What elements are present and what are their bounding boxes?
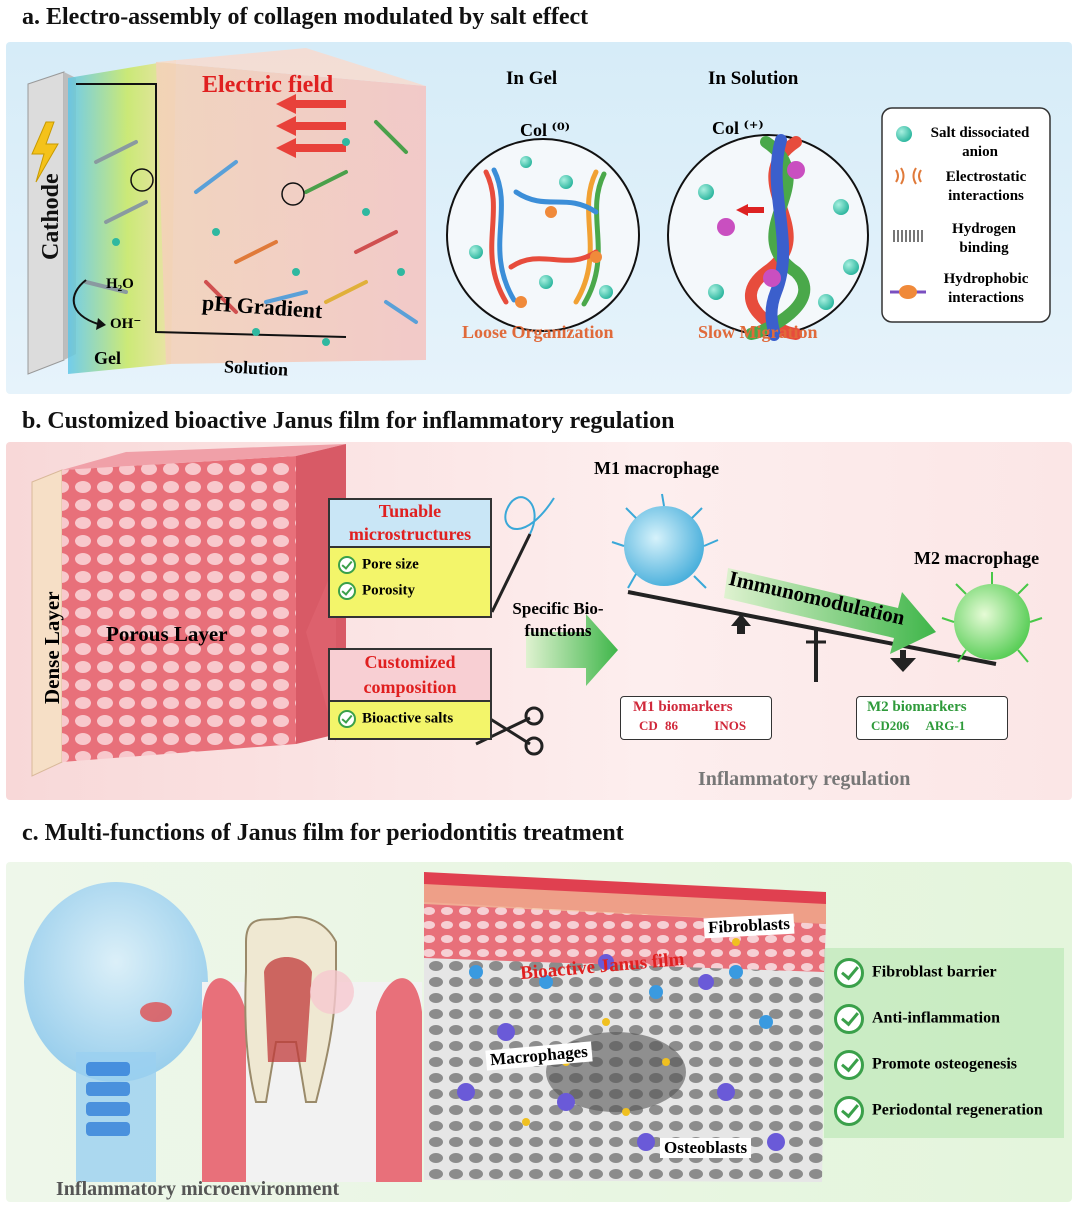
loose-organization-label: Loose Organization: [462, 322, 614, 342]
in-gel-label: In Gel: [506, 68, 558, 89]
electric-field-arrows: [276, 94, 346, 158]
down-arrow-icon: [890, 650, 916, 672]
m1-macrophage-label: M1 macrophage: [594, 458, 720, 478]
m2-markers-row: CD206 ARG-1: [857, 716, 1007, 734]
seesaw-beam: [627, 590, 997, 666]
cathode-label: Cathode: [38, 173, 64, 260]
check-icon: [338, 710, 356, 728]
in-gel-circle: [446, 138, 640, 332]
pore-size-label: Pore size: [362, 556, 419, 573]
porosity-item: Porosity: [330, 574, 490, 600]
in-solution-circle: [667, 134, 869, 341]
m2-macrophage-cell: [941, 572, 1043, 663]
tooth-illustration: [202, 916, 422, 1182]
lightning-icon: [31, 121, 59, 183]
tunable-microstructures-box: Tunable microstructures Pore size Porosi…: [328, 498, 492, 618]
needle-icon: [490, 496, 555, 613]
arg1-label: ARG-1: [925, 718, 966, 733]
zoom-circle-solution: [281, 182, 305, 206]
specific-functions-label: Specific Bio-functions: [512, 599, 604, 640]
functions-panel: [824, 948, 1064, 1138]
function-label: Anti-inflammation: [872, 1009, 1000, 1027]
cd86-label: CD 86: [639, 718, 679, 733]
hydrolysis-arrow: [72, 279, 99, 325]
m1-macrophage-cell: [611, 493, 719, 589]
legend-hydrogen-label: Hydrogen binding: [952, 221, 1016, 256]
salt-anion-icon: [896, 126, 912, 142]
function-item: Periodontal regeneration: [834, 1096, 1043, 1126]
check-icon: [338, 582, 356, 600]
panel-b-title: b. Customized bioactive Janus film for i…: [22, 408, 675, 434]
legend-salt-label: Salt dissociated anion: [930, 125, 1030, 160]
zoom-circle-gel: [130, 168, 154, 192]
cd206-label: CD206: [871, 718, 910, 733]
gel-label: Gel: [94, 348, 121, 368]
panel-b: Dense Layer Porous Layer Tunable microst…: [6, 442, 1072, 800]
bioactive-salts-label: Bioactive salts: [362, 710, 454, 727]
panel-a-illustration: [27, 48, 1051, 375]
ph-gradient-line: [76, 83, 347, 338]
tunable-title: Tunable microstructures: [330, 500, 490, 548]
legend-hydrophobic-label: Hydrophobic interactions: [943, 271, 1029, 306]
panel-a: Cathode Electric field H₂O OH⁻ pH Gradie…: [6, 42, 1072, 394]
dense-layer-label: Dense Layer: [40, 591, 64, 704]
panel-c: Fibroblasts Bioactive Janus film Macroph…: [6, 862, 1072, 1202]
check-icon: [834, 1004, 864, 1034]
function-item: Promote osteogenesis: [834, 1050, 1017, 1080]
electrostatic-icon: [895, 167, 922, 185]
immunomodulation-arrow: [724, 568, 936, 654]
oh-label: OH⁻: [110, 316, 142, 332]
panel-b-illustration: [31, 444, 1043, 777]
in-solution-label: In Solution: [708, 68, 799, 89]
solution-label: Solution: [223, 356, 289, 380]
function-label: Fibroblast barrier: [872, 963, 997, 981]
col-solution-label: Col ⁽⁺⁾: [712, 118, 764, 138]
m2-macrophage-label: M2 macrophage: [914, 548, 1040, 568]
salt-particles: [112, 138, 405, 346]
porous-layer-label: Porous Layer: [106, 622, 228, 646]
function-label: Promote osteogenesis: [872, 1055, 1017, 1073]
panel-c-title: c. Multi-functions of Janus film for per…: [22, 820, 624, 846]
electric-field-label: Electric field: [202, 72, 334, 98]
pore-size-item: Pore size: [330, 548, 490, 574]
hydrophobic-icon: [890, 285, 926, 299]
legend-electrostatic-label: Electrostatic interactions: [945, 169, 1027, 204]
customized-composition-box: Customized composition Bioactive salts: [328, 648, 492, 740]
function-item: Anti-inflammation: [834, 1004, 1000, 1034]
inos-label: INOS: [714, 718, 747, 733]
panel-a-title: a. Electro-assembly of collagen modulate…: [22, 4, 589, 30]
osteoblasts-label: Osteoblasts: [660, 1138, 752, 1158]
m1-markers-row: CD 86 INOS: [621, 716, 771, 734]
up-arrow-icon: [731, 614, 751, 634]
hydrogen-binding-icon: [893, 230, 923, 242]
gel-block: [68, 60, 176, 374]
porous-layer-block: [62, 456, 296, 762]
solution-block: [156, 62, 426, 364]
panel-c-illustration: [24, 872, 1064, 1182]
m2-biomarkers-box: M2 biomarkers CD206 ARG-1: [856, 696, 1008, 740]
function-label: Periodontal regeneration: [872, 1101, 1043, 1119]
legend-box: [881, 107, 1051, 323]
col-gel-label: Col ⁽⁰⁾: [520, 120, 571, 140]
inflammatory-regulation-label: Inflammatory regulation: [698, 768, 911, 790]
collagen-fibers: [84, 120, 418, 324]
check-icon: [834, 958, 864, 988]
check-icon: [834, 1096, 864, 1126]
head-skeleton-illustration: [24, 882, 208, 1182]
function-item: Fibroblast barrier: [834, 958, 997, 988]
h2o-label: H₂O: [106, 276, 134, 292]
check-icon: [338, 556, 356, 574]
bioactive-salts-item: Bioactive salts: [330, 702, 490, 728]
check-icon: [834, 1050, 864, 1080]
inflammatory-microenvironment-label: Inflammatory microenvironment: [56, 1178, 340, 1200]
m1-biomarkers-title: M1 biomarkers: [633, 699, 733, 715]
slow-migration-label: Slow Migration: [698, 322, 818, 342]
m2-biomarkers-title: M2 biomarkers: [867, 699, 967, 715]
m1-biomarkers-box: M1 biomarkers CD 86 INOS: [620, 696, 772, 740]
bio-functions-arrow: [526, 614, 618, 686]
porosity-label: Porosity: [362, 582, 416, 599]
customized-title: Customized composition: [330, 650, 490, 702]
